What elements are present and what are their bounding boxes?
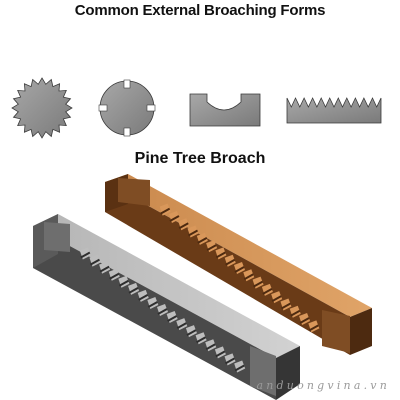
broach-tooth-gap: [215, 350, 226, 358]
slotted-disc-icon: [98, 79, 156, 137]
broach-tooth-gap: [178, 222, 189, 230]
broach-tooth-gap: [188, 229, 199, 237]
broach-tooth-gap: [176, 322, 187, 329]
broach-tooth-gap: [215, 251, 226, 259]
broach-tooth-gap: [138, 294, 149, 301]
broach-tooth-gap: [99, 265, 110, 273]
broach-tooth-gap: [280, 302, 291, 310]
gray-steel-broach: [33, 214, 300, 400]
broach-tooth-gap: [118, 279, 129, 287]
broach-tooth-gap: [271, 295, 282, 303]
broach-tooth-gap: [206, 244, 217, 251]
broach-tooth-gap: [157, 308, 168, 315]
broach-tooth-gap: [225, 357, 236, 365]
broach-tooth-gap: [234, 266, 245, 273]
pine-tree-broach-illustration: [33, 174, 372, 400]
serrated-bar-icon: [286, 97, 382, 124]
broach-tooth-gap: [290, 309, 301, 317]
broach-tooth-gap: [186, 329, 197, 337]
notch-block-icon: [189, 93, 261, 127]
gear-icon: [11, 77, 73, 139]
broach-tooth-gap: [160, 207, 171, 215]
bronze-broach-teeth: [159, 203, 320, 333]
bronze-broach: [105, 174, 372, 355]
page-title: Common External Broaching Forms: [74, 2, 326, 19]
gray-broach-teeth: [79, 247, 246, 373]
broach-tooth-gap: [147, 301, 158, 308]
broach-tooth-gap: [128, 286, 139, 294]
broach-tooth-gap: [262, 288, 273, 295]
broach-tooth-gap: [205, 343, 216, 351]
broach-tooth-gap: [299, 317, 310, 324]
broaching-forms-row: [11, 77, 382, 139]
broach-tooth-gap: [234, 364, 245, 372]
broach-tooth-gap: [197, 236, 208, 244]
broach-tooth-gap: [243, 273, 254, 281]
section-title: Pine Tree Broach: [134, 150, 266, 167]
watermark: anduongvina.vn: [256, 379, 390, 392]
broach-tooth-gap: [80, 251, 91, 259]
broach-tooth-gap: [308, 324, 319, 332]
broach-tooth-gap: [109, 272, 120, 280]
broach-tooth-gap: [225, 258, 236, 266]
broach-tooth-gap: [253, 280, 264, 288]
broach-tooth-gap: [89, 258, 100, 266]
broach-tooth-gap: [169, 215, 180, 222]
broach-tooth-gap: [167, 315, 178, 322]
broach-tooth-gap: [196, 336, 207, 344]
